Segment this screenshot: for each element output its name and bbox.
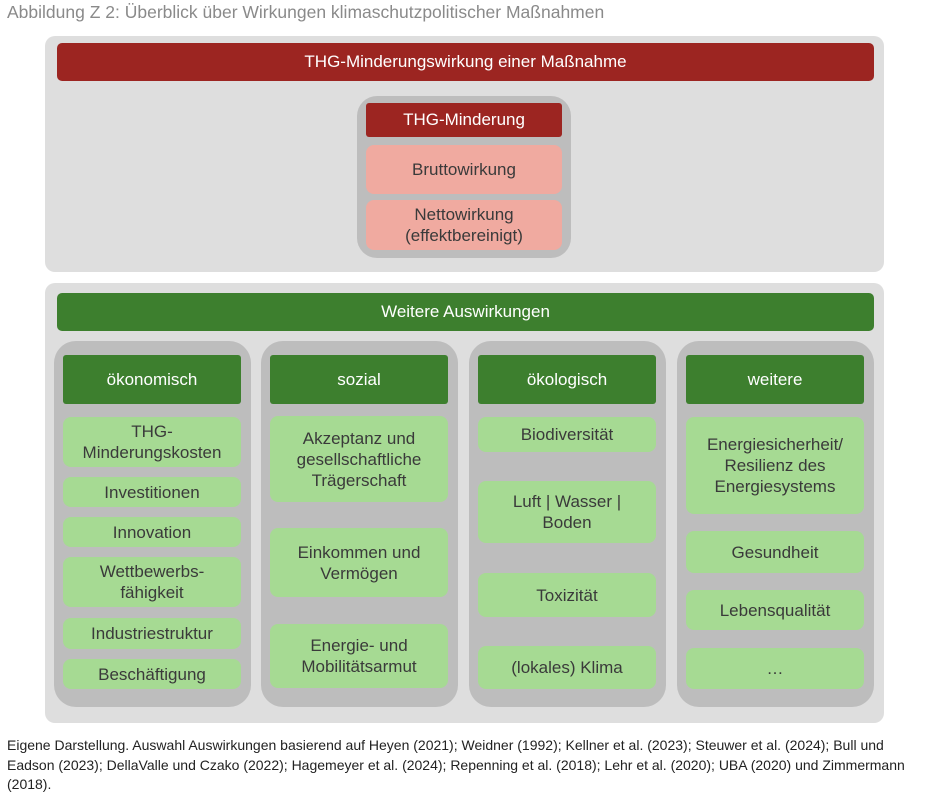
further-effects-panel: Weitere Auswirkungen ökonomisch THG- Min… [45, 283, 884, 723]
item-income-wealth: Einkommen und Vermögen [270, 528, 448, 597]
further-effects-header: Weitere Auswirkungen [57, 293, 874, 331]
item-quality-of-life: Lebensqualität [686, 590, 864, 630]
item-employment: Beschäftigung [63, 659, 241, 689]
item-toxicity: Toxizität [478, 573, 656, 617]
thg-reduction-title: THG-Minderung [366, 103, 562, 137]
item-energy-mobility-poverty: Energie- und Mobilitätsarmut [270, 624, 448, 688]
column-ecological-title: ökologisch [478, 355, 656, 404]
item-health: Gesundheit [686, 531, 864, 573]
item-acceptance: Akzeptanz und gesellschaftliche Trägersc… [270, 416, 448, 502]
figure-title: Abbildung Z 2: Überblick über Wirkungen … [7, 2, 605, 22]
item-local-climate: (lokales) Klima [478, 646, 656, 689]
column-further: weitere Energiesicherheit/ Resilienz des… [677, 341, 874, 707]
figure-caption: Eigene Darstellung. Auswahl Auswirkungen… [7, 737, 905, 792]
item-biodiversity: Biodiversität [478, 417, 656, 452]
column-ecological: ökologisch Biodiversität Luft | Wasser |… [469, 341, 666, 707]
thg-panel-header: THG-Minderungswirkung einer Maßnahme [57, 43, 874, 81]
item-industry-structure: Industriestruktur [63, 618, 241, 649]
thg-reduction-group: THG-Minderung Bruttowirkung Nettowirkung… [357, 96, 571, 258]
net-effect-box: Nettowirkung (effektbereinigt) [366, 200, 562, 250]
column-social-title: sozial [270, 355, 448, 404]
item-energy-security: Energiesicherheit/ Resilienz des Energie… [686, 417, 864, 514]
column-economic: ökonomisch THG- Minderungskosten Investi… [54, 341, 251, 707]
item-ghg-abatement-costs: THG- Minderungskosten [63, 417, 241, 467]
column-further-title: weitere [686, 355, 864, 404]
column-economic-title: ökonomisch [63, 355, 241, 404]
item-air-water-soil: Luft | Wasser | Boden [478, 481, 656, 543]
item-investments: Investitionen [63, 477, 241, 507]
gross-effect-box: Bruttowirkung [366, 145, 562, 194]
item-competitiveness: Wettbewerbs- fähigkeit [63, 557, 241, 607]
item-ellipsis: … [686, 648, 864, 689]
thg-panel: THG-Minderungswirkung einer Maßnahme THG… [45, 36, 884, 272]
column-social: sozial Akzeptanz und gesellschaftliche T… [261, 341, 458, 707]
item-innovation: Innovation [63, 517, 241, 547]
